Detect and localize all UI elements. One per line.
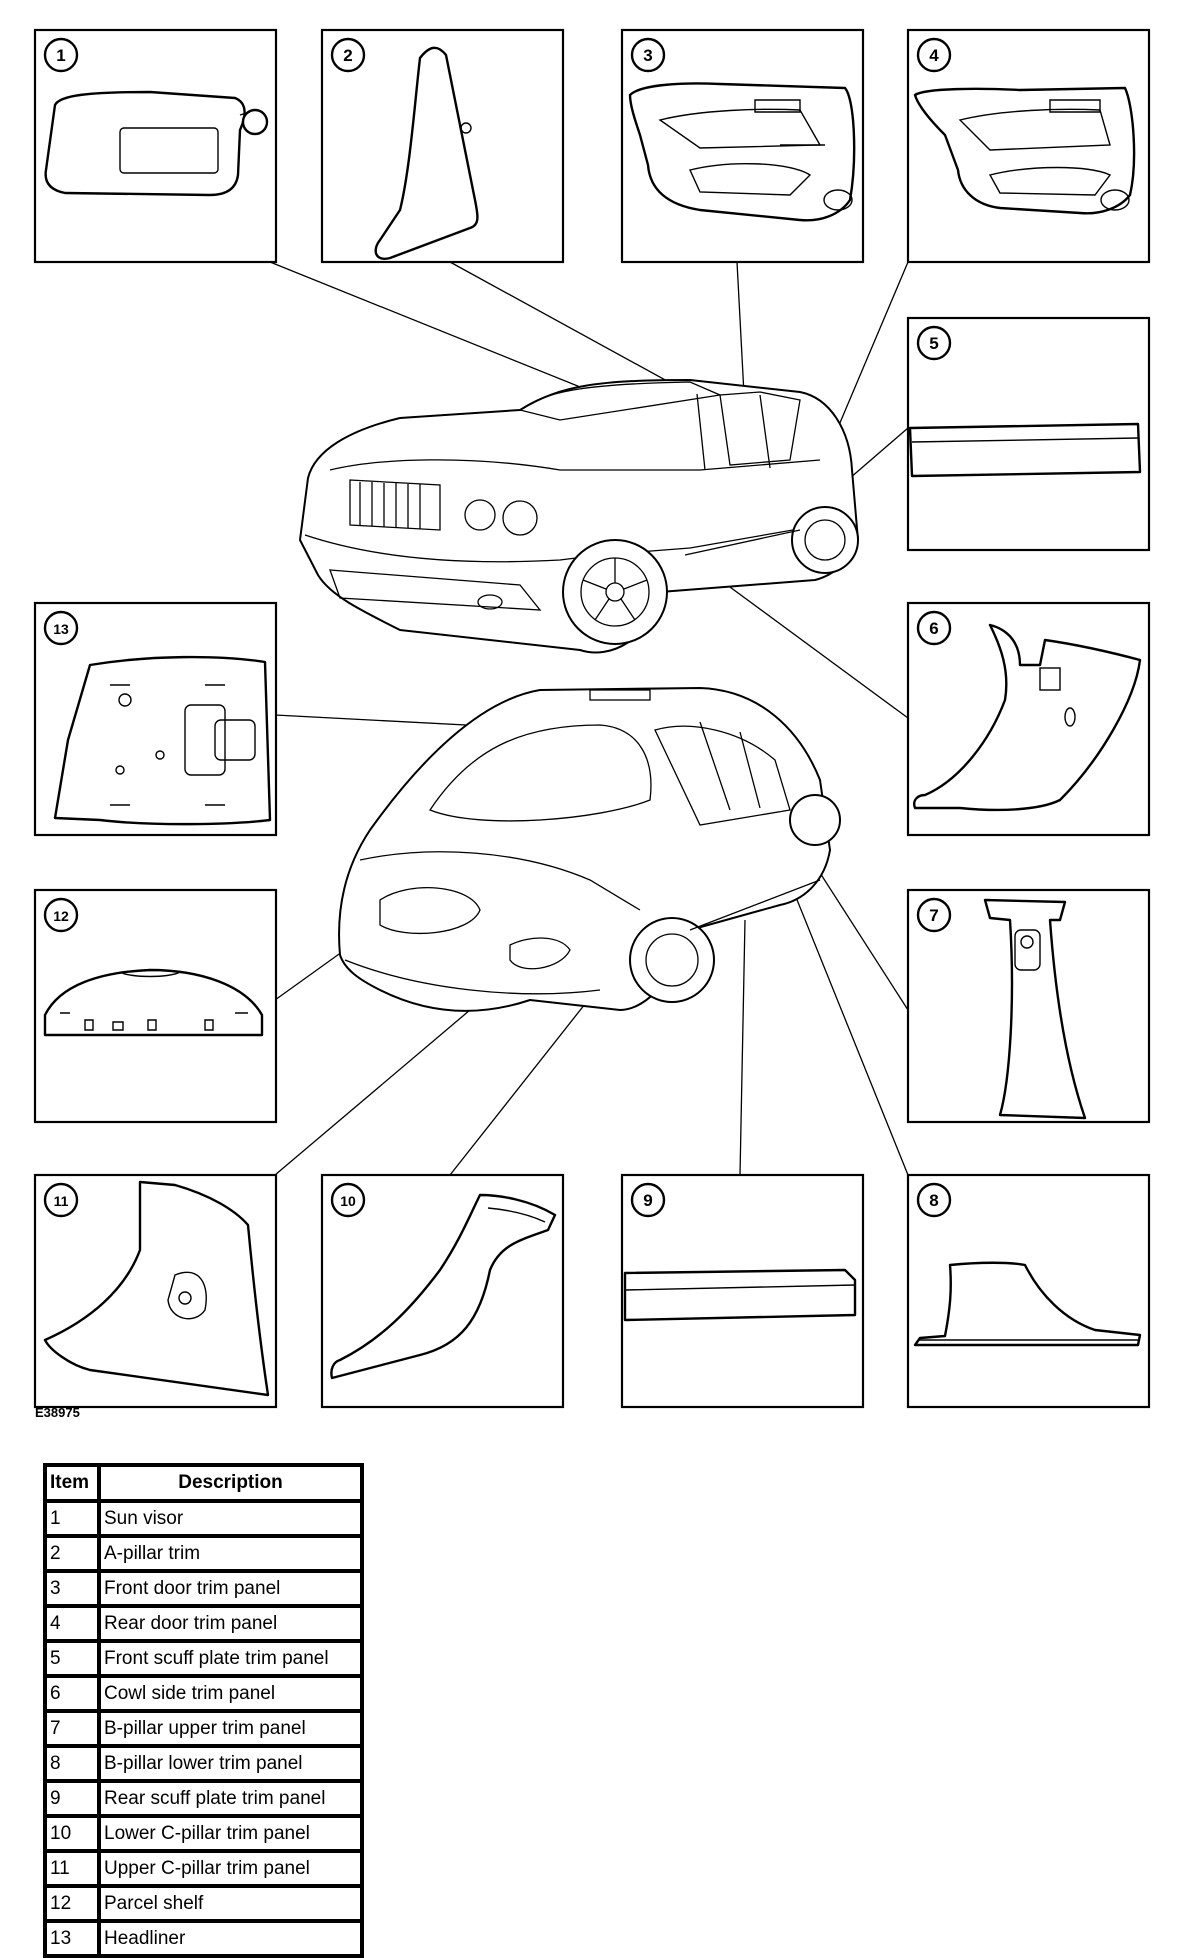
row-description: Front scuff plate trim panel [99,1641,362,1676]
table-header-row: Item Description [45,1465,362,1501]
svg-text:1: 1 [56,46,65,65]
svg-text:7: 7 [929,906,938,925]
row-item: 13 [45,1921,99,1956]
row-description: Sun visor [99,1501,362,1536]
callout-5: 5 [916,325,952,361]
panel-5-front-scuff-plate [906,316,1151,552]
panel-4-rear-door-trim [906,28,1151,264]
callout-4: 4 [916,37,952,73]
panel-6-cowl-side-trim [906,601,1151,837]
row-description: B-pillar upper trim panel [99,1711,362,1746]
callout-10: 10 [330,1182,366,1218]
trim-components-diagram: 1 2 3 4 5 6 7 8 9 10 11 12 13 [33,28,1151,1409]
panel-2-a-pillar-trim [320,28,565,264]
header-item: Item [45,1465,99,1501]
row-item: 8 [45,1746,99,1781]
panel-13-headliner [33,601,278,837]
row-item: 4 [45,1606,99,1641]
svg-text:13: 13 [53,621,69,637]
row-description: Parcel shelf [99,1886,362,1921]
svg-text:10: 10 [340,1193,356,1209]
svg-text:9: 9 [643,1191,652,1210]
callout-3: 3 [630,37,666,73]
callout-13: 13 [43,610,79,646]
row-item: 10 [45,1816,99,1851]
panel-11-upper-c-pillar [33,1173,278,1409]
row-item: 12 [45,1886,99,1921]
callout-1: 1 [43,37,79,73]
header-description: Description [99,1465,362,1501]
callout-2: 2 [330,37,366,73]
row-item: 6 [45,1676,99,1711]
callout-12: 12 [43,897,79,933]
callout-8: 8 [916,1182,952,1218]
row-item: 9 [45,1781,99,1816]
row-description: A-pillar trim [99,1536,362,1571]
row-description: Lower C-pillar trim panel [99,1816,362,1851]
svg-text:8: 8 [929,1191,938,1210]
panel-8-b-pillar-lower [906,1173,1151,1409]
panel-1-sun-visor [33,28,278,264]
callout-6: 6 [916,610,952,646]
svg-text:2: 2 [343,46,352,65]
row-description: Rear scuff plate trim panel [99,1781,362,1816]
panel-3-front-door-trim [620,28,865,264]
row-description: B-pillar lower trim panel [99,1746,362,1781]
panel-9-rear-scuff-plate [620,1173,865,1409]
panel-7-b-pillar-upper [906,888,1151,1124]
vehicle-rear-view [338,687,841,1012]
row-item: 5 [45,1641,99,1676]
vehicle-front-view [299,379,859,654]
svg-text:3: 3 [643,46,652,65]
row-description: Front door trim panel [99,1571,362,1606]
row-description: Upper C-pillar trim panel [99,1851,362,1886]
panel-10-lower-c-pillar [320,1173,565,1409]
row-item: 3 [45,1571,99,1606]
row-item: 7 [45,1711,99,1746]
row-item: 11 [45,1851,99,1886]
callout-11: 11 [43,1182,79,1218]
svg-text:4: 4 [929,46,939,65]
callout-9: 9 [630,1182,666,1218]
svg-text:11: 11 [54,1193,69,1209]
svg-text:12: 12 [53,908,69,924]
svg-text:5: 5 [929,334,938,353]
row-description: Rear door trim panel [99,1606,362,1641]
figure-reference-id: E38975 [35,1405,80,1420]
row-item: 1 [45,1501,99,1536]
callout-7: 7 [916,897,952,933]
row-item: 2 [45,1536,99,1571]
panel-12-parcel-shelf [33,888,278,1124]
svg-text:6: 6 [929,619,938,638]
row-description: Cowl side trim panel [99,1676,362,1711]
row-description: Headliner [99,1921,362,1956]
